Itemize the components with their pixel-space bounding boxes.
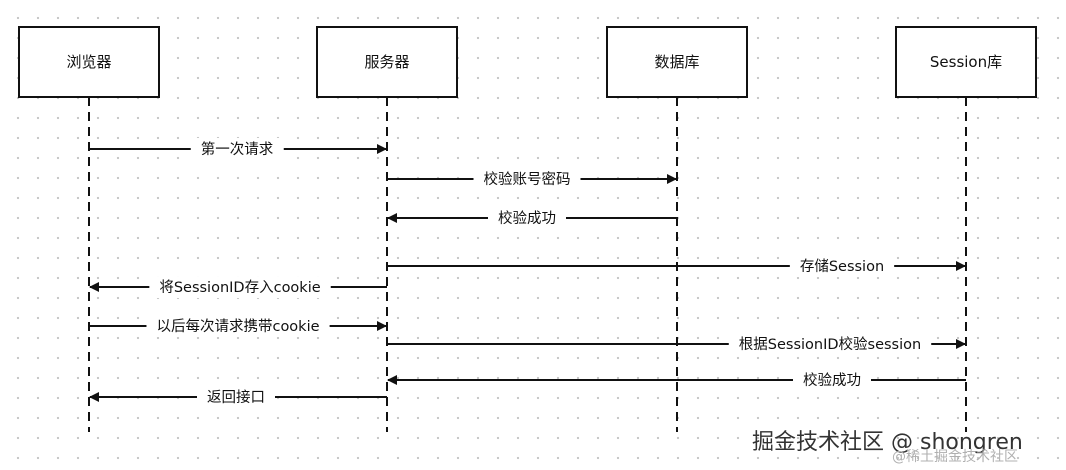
message-label: 校验账号密码 bbox=[484, 171, 571, 188]
actor-label: 服务器 bbox=[364, 53, 409, 71]
actor-0: 浏览器 bbox=[18, 26, 160, 98]
message-label: 根据SessionID校验session bbox=[739, 336, 921, 353]
actor-label: 浏览器 bbox=[66, 53, 111, 71]
message-label: 存储Session bbox=[800, 258, 884, 275]
message-label: 以后每次请求携带cookie bbox=[156, 318, 319, 335]
actor-label: 数据库 bbox=[654, 53, 699, 71]
message-label-bg bbox=[488, 208, 566, 229]
message-label-bg bbox=[473, 169, 581, 190]
message-3: 校验成功 bbox=[387, 208, 677, 229]
message-label-bg bbox=[149, 277, 331, 298]
message-1: 第一次请求 bbox=[89, 138, 387, 160]
message-label-bg bbox=[146, 316, 330, 337]
actor-box bbox=[895, 26, 1037, 98]
message-6: 以后每次请求携带cookie bbox=[89, 316, 387, 337]
watermark-text: 掘金技术社区 @ shongren bbox=[752, 430, 1023, 455]
message-9: 返回接口 bbox=[89, 387, 387, 408]
message-label: 返回接口 bbox=[207, 389, 265, 406]
message-4: 存储Session bbox=[387, 256, 966, 277]
actor-1: 服务器 bbox=[316, 26, 458, 98]
message-label: 校验成功 bbox=[498, 210, 556, 227]
message-label-bg bbox=[728, 334, 932, 355]
message-label-bg bbox=[190, 138, 284, 160]
actor-box bbox=[316, 26, 458, 98]
actor-box bbox=[606, 26, 748, 98]
message-label-bg bbox=[197, 387, 275, 408]
message-label: 校验成功 bbox=[803, 372, 861, 389]
message-label: 将SessionID存入cookie bbox=[159, 279, 320, 296]
message-7: 根据SessionID校验session bbox=[387, 334, 966, 355]
message-label-bg bbox=[793, 370, 871, 391]
actor-3: Session库 bbox=[895, 26, 1037, 98]
message-5: 将SessionID存入cookie bbox=[89, 277, 387, 298]
message-2: 校验账号密码 bbox=[387, 169, 677, 190]
message-label: 第一次请求 bbox=[201, 140, 274, 158]
message-8: 校验成功 bbox=[387, 370, 966, 391]
message-label-bg bbox=[789, 256, 895, 277]
actor-label: Session库 bbox=[930, 53, 1002, 71]
actor-2: 数据库 bbox=[606, 26, 748, 98]
actor-box bbox=[18, 26, 160, 98]
watermark-subtext: @稀土掘金技术社区 bbox=[892, 449, 1018, 465]
